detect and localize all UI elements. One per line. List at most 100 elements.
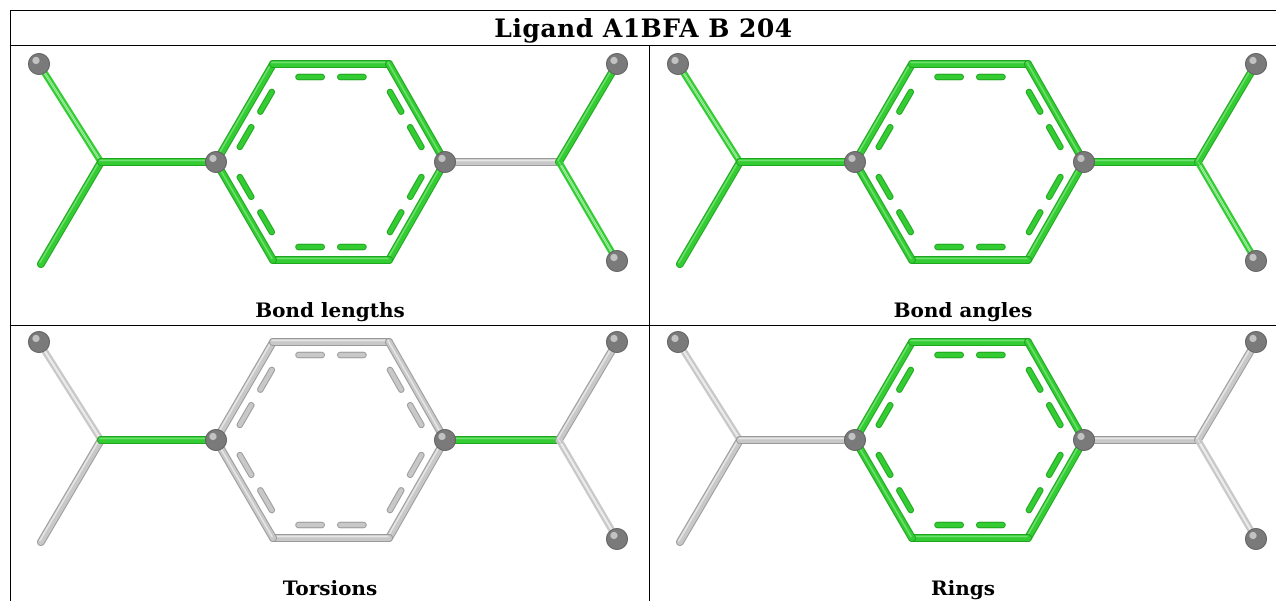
- atom-body: [1246, 529, 1266, 549]
- bond-link-left: [736, 436, 859, 444]
- atom-body: [435, 430, 455, 450]
- bond-methyl-left-upper: [35, 61, 105, 165]
- aromatic-dash: [387, 367, 404, 392]
- atom-body: [607, 529, 627, 549]
- aromatic-dash: [897, 367, 914, 392]
- bond-ring: [908, 256, 1032, 264]
- bond-shine: [557, 339, 617, 440]
- atom-sphere: [28, 53, 50, 75]
- bond-methyl-right-lower: [1194, 437, 1260, 542]
- molecule-diagram: [28, 53, 628, 272]
- bond-ring: [212, 436, 277, 542]
- atom-highlight: [848, 154, 856, 163]
- atom-highlight: [848, 432, 856, 441]
- bond-methyl-left-upper: [674, 61, 744, 165]
- bond-methyl-right-lower: [555, 159, 621, 264]
- atom-body: [1074, 430, 1094, 450]
- aromatic-dash: [407, 403, 424, 428]
- bond-body: [213, 339, 276, 443]
- aromatic-dash: [897, 89, 914, 114]
- atom-sphere: [606, 528, 628, 550]
- atom-body: [668, 54, 688, 74]
- bond-strand: [1197, 439, 1257, 540]
- atom-highlight: [32, 56, 40, 65]
- atom-sphere: [606, 331, 628, 353]
- bond-shine: [1196, 339, 1256, 440]
- bond-shine: [1026, 339, 1084, 440]
- atom-highlight: [32, 334, 40, 343]
- aromatic-dash: [258, 367, 275, 392]
- bond-shine: [387, 339, 445, 440]
- atom-highlight: [610, 56, 618, 65]
- bond-methyl-left-lower: [676, 158, 744, 268]
- atom-highlight: [1249, 334, 1257, 343]
- bond-ring: [385, 60, 449, 166]
- atom-sphere: [1073, 151, 1095, 173]
- atom-sphere: [434, 429, 456, 451]
- atom-highlight: [1077, 432, 1085, 441]
- atom-sphere: [1245, 331, 1267, 353]
- atom-highlight: [438, 154, 446, 163]
- atom-body: [1246, 251, 1266, 271]
- bond-shine: [1026, 159, 1084, 260]
- atom-body: [435, 152, 455, 172]
- bond-ring: [1024, 60, 1088, 166]
- atom-body: [29, 332, 49, 352]
- atom-highlight: [1249, 531, 1257, 540]
- bond-shine: [853, 159, 912, 260]
- bond-body: [556, 61, 620, 165]
- molecule: [28, 53, 628, 272]
- aromatic-dash: [237, 402, 254, 428]
- bond-ring: [212, 60, 277, 166]
- aromatic-dash: [1046, 452, 1063, 477]
- atom-body: [845, 152, 865, 172]
- bond-shine: [39, 159, 101, 264]
- bond-strand: [555, 439, 617, 542]
- aromatic-dash: [1046, 403, 1063, 428]
- bond-methyl-right-upper: [1194, 60, 1260, 166]
- atom-body: [1246, 54, 1266, 74]
- bond-link-left: [97, 436, 220, 444]
- aromatic-dash: [258, 488, 275, 513]
- bond-link-right: [1080, 436, 1202, 444]
- bond-body: [38, 437, 104, 545]
- bond-body: [677, 159, 743, 267]
- atom-sphere: [1245, 250, 1267, 272]
- molecule: [667, 331, 1267, 550]
- atom-highlight: [610, 531, 618, 540]
- atom-highlight: [1077, 154, 1085, 163]
- aromatic-dash: [1026, 488, 1043, 513]
- bond-body: [852, 339, 915, 443]
- panel-caption: Rings: [930, 576, 995, 600]
- atom-body: [1246, 332, 1266, 352]
- aromatic-dash: [897, 210, 914, 235]
- bond-shine: [853, 437, 912, 538]
- bond-methyl-right-lower: [1194, 159, 1260, 264]
- bond-ring: [269, 534, 393, 542]
- bond-ring: [908, 534, 1032, 542]
- aromatic-dash: [258, 210, 275, 235]
- panel-torsions: Torsions: [10, 326, 649, 601]
- atom-highlight: [1249, 253, 1257, 262]
- aromatic-dash: [897, 488, 914, 513]
- aromatic-dash: [1046, 174, 1063, 199]
- bond-ring: [851, 158, 916, 264]
- bond-body: [386, 437, 448, 541]
- aromatic-dash: [1026, 89, 1043, 114]
- bond-shine: [214, 159, 273, 260]
- aromatic-dash: [237, 124, 254, 150]
- bond-shine: [1026, 61, 1084, 162]
- bond-ring: [212, 158, 277, 264]
- bond-strand: [558, 161, 618, 262]
- aromatic-dash: [387, 89, 404, 114]
- bond-shine: [678, 437, 740, 542]
- bond-shine: [387, 437, 445, 538]
- atom-sphere: [606, 53, 628, 75]
- bond-ring: [269, 60, 393, 68]
- atom-sphere: [844, 151, 866, 173]
- bond-strand: [1197, 161, 1257, 262]
- atom-highlight: [671, 56, 679, 65]
- bond-link-right: [1080, 158, 1202, 166]
- bond-methyl-right-lower: [555, 437, 621, 542]
- bond-strand: [559, 159, 621, 262]
